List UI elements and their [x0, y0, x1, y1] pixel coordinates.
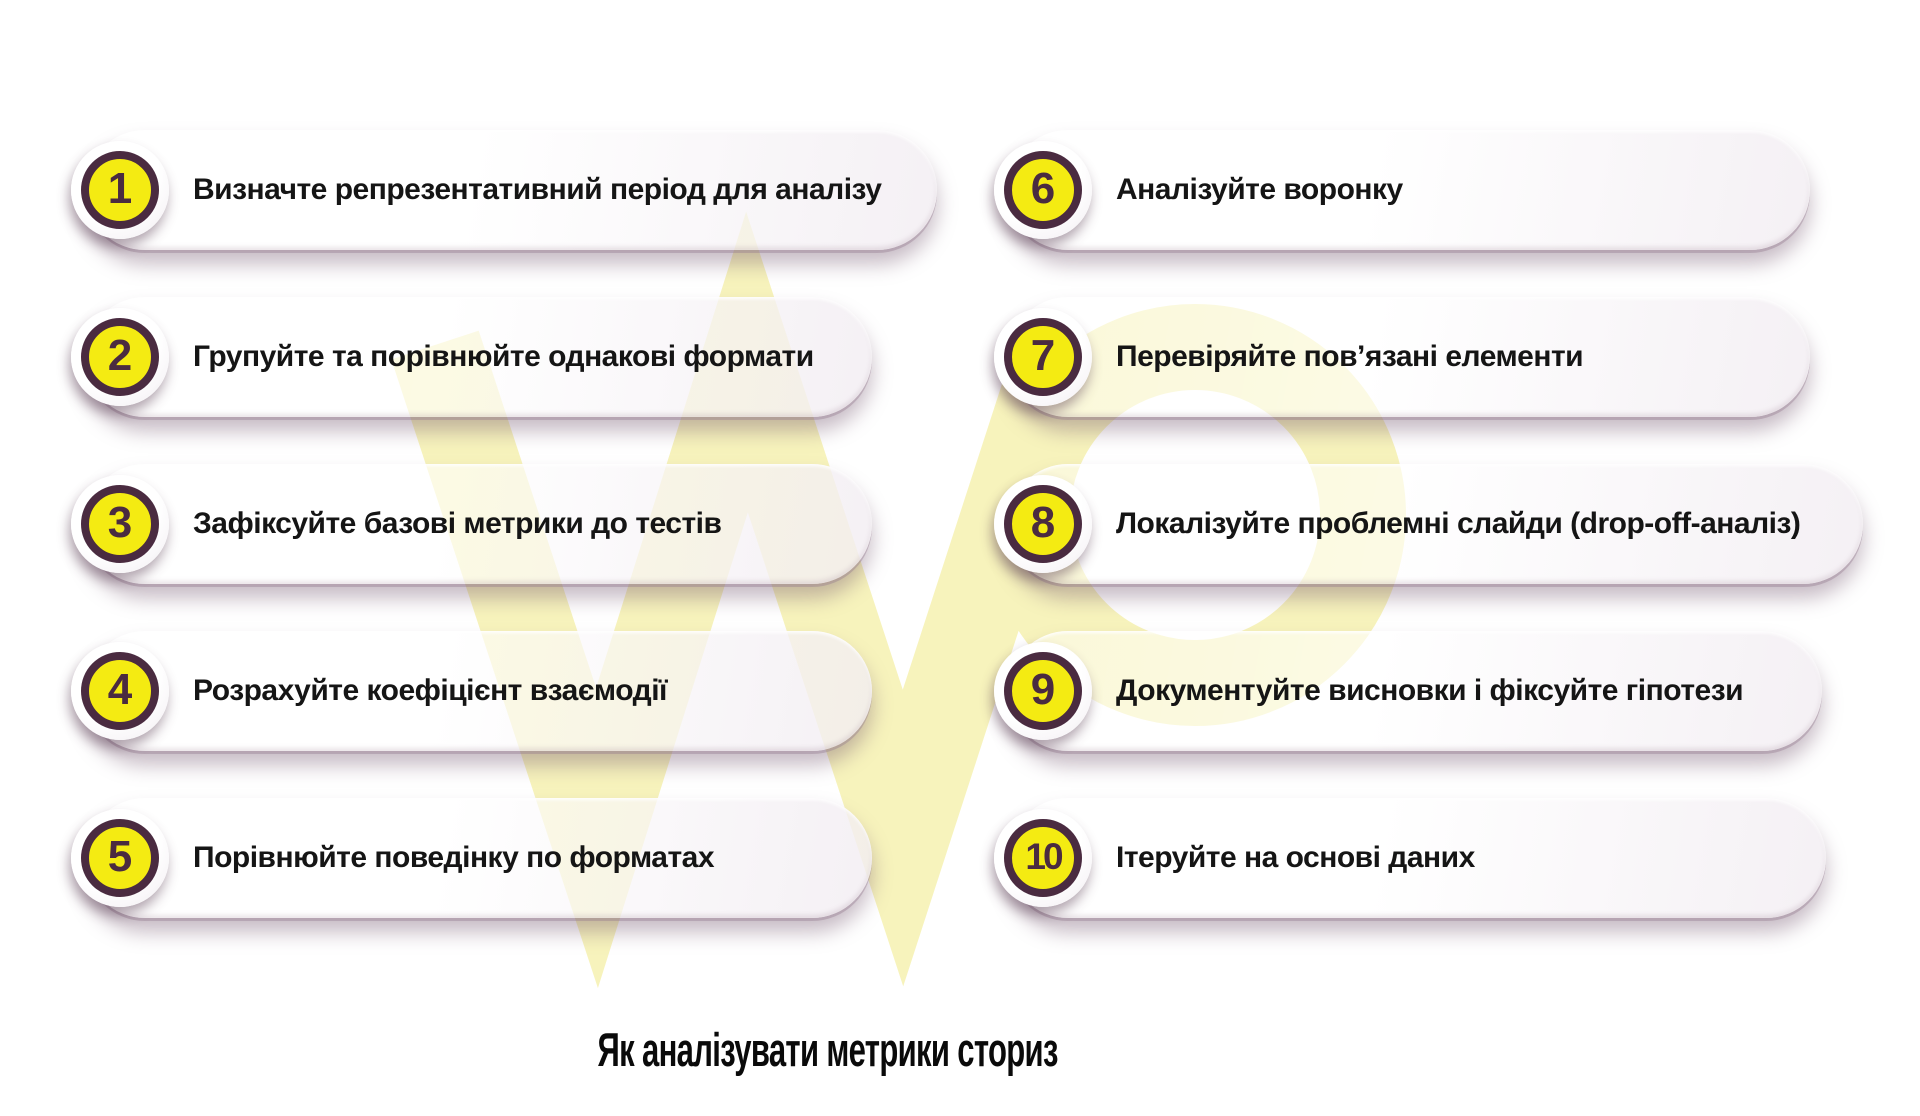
- page-title-text: Як аналізувати метрики сториз: [597, 1023, 1059, 1076]
- step-number-badge: 1: [71, 141, 169, 239]
- step-pill-7: 7 Перевіряйте пов’язані елементи: [994, 297, 1810, 417]
- step-number-badge: 5: [71, 809, 169, 907]
- step-label: Групуйте та порівнюйте однакові формати: [193, 339, 814, 373]
- step-label: Документуйте висновки і фіксуйте гіпотез…: [1116, 673, 1744, 707]
- step-pill-9: 9 Документуйте висновки і фіксуйте гіпот…: [994, 631, 1822, 751]
- step-number: 2: [81, 318, 159, 396]
- step-label: Порівнюйте поведінку по форматах: [193, 840, 715, 874]
- step-number-badge: 8: [994, 475, 1092, 573]
- step-label: Зафіксуйте базові метрики до тестів: [193, 506, 722, 540]
- step-number-badge: 4: [71, 642, 169, 740]
- step-pill-8: 8 Локалізуйте проблемні слайди (drop-off…: [994, 464, 1863, 584]
- step-number: 3: [81, 485, 159, 563]
- step-label: Аналізуйте воронку: [1116, 172, 1403, 206]
- step-number: 8: [1004, 485, 1082, 563]
- step-pill-3: 3 Зафіксуйте базові метрики до тестів: [71, 464, 872, 584]
- step-pill-4: 4 Розрахуйте коефіцієнт взаємодії: [71, 631, 872, 751]
- step-number: 9: [1004, 652, 1082, 730]
- step-number-badge: 7: [994, 308, 1092, 406]
- step-number-badge: 10: [994, 809, 1092, 907]
- step-label: Локалізуйте проблемні слайди (drop-off-а…: [1116, 506, 1801, 540]
- step-number-badge: 6: [994, 141, 1092, 239]
- step-pill-5: 5 Порівнюйте поведінку по форматах: [71, 798, 872, 918]
- page-title: Як аналізувати метрики сториз: [428, 1022, 1228, 1077]
- step-number: 5: [81, 819, 159, 897]
- step-number-badge: 2: [71, 308, 169, 406]
- step-label: Перевіряйте пов’язані елементи: [1116, 339, 1584, 373]
- step-number: 10: [1004, 819, 1082, 897]
- step-number: 4: [81, 652, 159, 730]
- step-pill-6: 6 Аналізуйте воронку: [994, 130, 1810, 250]
- step-pill-2: 2 Групуйте та порівнюйте однакові формат…: [71, 297, 872, 417]
- step-pill-1: 1 Визначте репрезентативний період для а…: [71, 130, 937, 250]
- step-label: Визначте репрезентативний період для ана…: [193, 172, 882, 206]
- step-number: 1: [81, 151, 159, 229]
- step-number-badge: 9: [994, 642, 1092, 740]
- step-label: Розрахуйте коефіцієнт взаємодії: [193, 673, 667, 707]
- step-label: Ітеруйте на основі даних: [1116, 840, 1475, 874]
- step-number-badge: 3: [71, 475, 169, 573]
- step-number: 6: [1004, 151, 1082, 229]
- step-number: 7: [1004, 318, 1082, 396]
- step-pill-10: 10 Ітеруйте на основі даних: [994, 798, 1826, 918]
